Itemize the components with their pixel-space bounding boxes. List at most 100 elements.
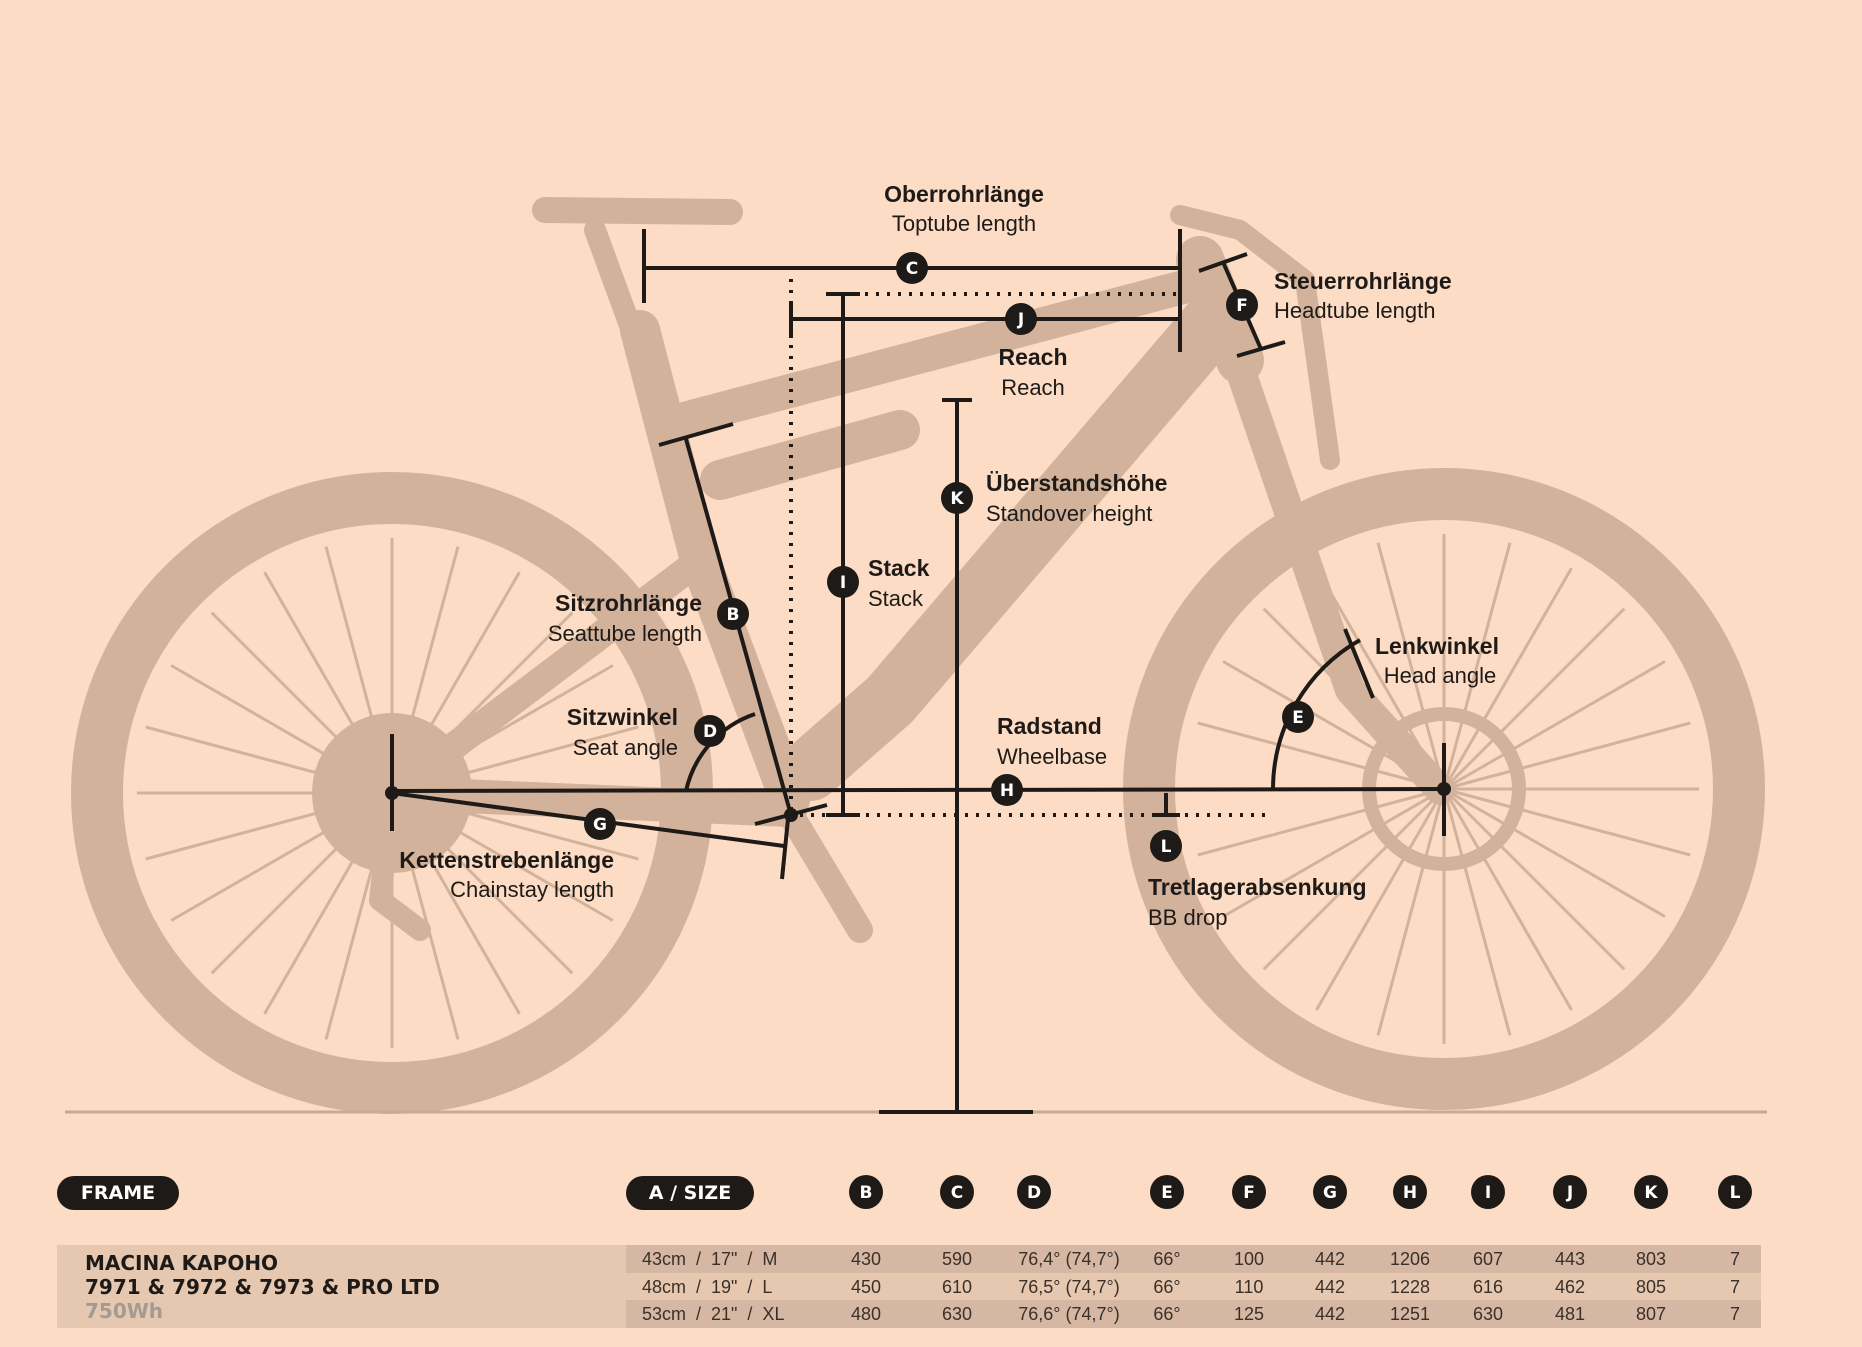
svg-text:K: K [950,489,964,509]
shock-area [700,410,920,500]
spoke [1376,542,1446,790]
label-standover-en: Standover height [986,501,1152,526]
column-header-e: E [1150,1175,1184,1209]
value-cell-j: 443 [1555,1249,1585,1269]
derailleur [369,782,431,941]
svg-text:J: J [1566,1183,1573,1203]
spoke [1315,788,1446,1011]
column-header-j: J [1553,1175,1587,1209]
fork [1215,325,1455,805]
column-header-c: C [940,1175,974,1209]
label-standover-de: Überstandshöhe [986,470,1167,496]
label-wheelbase-en: Wheelbase [997,744,1107,769]
value-cell-f: 125 [1234,1304,1264,1324]
spoke [1442,542,1512,790]
battery-capacity: 750Wh [85,1299,163,1323]
value-cell-f: 110 [1235,1277,1264,1297]
svg-text:H: H [1000,781,1014,801]
spoke [1442,788,1573,1011]
value-cell-h: 1228 [1390,1277,1430,1297]
svg-text:I: I [1485,1183,1491,1203]
label-bbdrop-de: Tretlagerabsenkung [1148,874,1367,900]
size-cell: 48cm / 19" / L [642,1277,772,1297]
value-cell-i: 607 [1473,1249,1503,1269]
value-cell-i: 616 [1473,1277,1503,1297]
svg-text:G: G [1323,1183,1337,1203]
column-header-k: K [1634,1175,1668,1209]
svg-text:H: H [1403,1183,1417,1203]
value-cell-l: 7 [1730,1249,1740,1269]
size-cell: 53cm / 21" / XL [642,1304,784,1324]
spoke [1197,721,1445,791]
label-headangle-de: Lenkwinkel [1375,633,1499,659]
value-cell-k: 807 [1636,1304,1666,1324]
spoke [1442,788,1512,1036]
marker-l: L [1150,830,1182,862]
spoke [1376,788,1446,1036]
svg-text:E: E [1292,708,1304,728]
spoke [1442,567,1573,790]
label-headtube-de: Steuerrohrlänge [1274,268,1452,294]
table-row: 48cm / 19" / L 450 610 76,5° (74,7°) 66° 110 4… [626,1273,1761,1301]
crank [778,802,873,943]
svg-text:F: F [1243,1183,1255,1203]
svg-text:J: J [1017,310,1024,330]
spoke [1443,787,1666,918]
label-reach-en: Reach [1001,375,1065,400]
value-cell-h: 1251 [1390,1304,1430,1324]
top-tube [663,263,1227,437]
value-cell-b: 430 [851,1249,881,1269]
label-wheelbase-de: Radstand [997,713,1102,739]
seat-stay [378,546,714,807]
label-reach-de: Reach [998,344,1067,370]
label-seatangle-de: Sitzwinkel [567,704,678,730]
svg-text:C: C [951,1183,963,1203]
value-cell-d: 76,6° (74,7°) [1018,1304,1119,1324]
handlebar [1170,205,1340,470]
label-chainstay-en: Chainstay length [450,877,614,902]
svg-text:C: C [906,259,918,279]
svg-text:I: I [840,573,846,593]
value-cell-l: 7 [1730,1277,1740,1297]
svg-text:D: D [1027,1183,1041,1203]
column-header-h: H [1393,1175,1427,1209]
bike-silhouette [71,197,1765,1114]
value-cell-g: 442 [1315,1277,1345,1297]
saddle [532,197,743,225]
marker-e: E [1282,701,1314,733]
label-toptube-de: Oberrohrlänge [884,181,1044,207]
value-cell-g: 442 [1315,1249,1345,1269]
value-cell-d: 76,5° (74,7°) [1018,1277,1119,1297]
label-toptube-en: Toptube length [892,211,1036,236]
value-cell-k: 805 [1636,1277,1666,1297]
svg-text:FRAME: FRAME [81,1182,155,1204]
svg-text:L: L [1161,837,1172,857]
spoke [1262,787,1446,971]
value-cell-l: 7 [1730,1304,1740,1324]
label-headtube-en: Headtube length [1274,298,1435,323]
svg-text:K: K [1644,1183,1658,1203]
value-cell-c: 610 [942,1277,972,1297]
svg-text:B: B [727,605,740,625]
column-header-f: F [1232,1175,1266,1209]
column-header-l: L [1718,1175,1752,1209]
size-header: A / SIZE [626,1176,754,1210]
value-cell-e: 66° [1153,1277,1180,1297]
value-cell-j: 462 [1555,1277,1585,1297]
label-seattube-de: Sitzrohrlänge [555,590,702,616]
value-cell-g: 442 [1315,1304,1345,1324]
value-cell-c: 630 [942,1304,972,1324]
svg-text:D: D [703,722,717,742]
value-cell-i: 630 [1473,1304,1503,1324]
svg-text:L: L [1730,1183,1741,1203]
spoke [1443,660,1666,791]
spoke [1443,787,1691,857]
value-cell-b: 450 [851,1277,881,1297]
label-seatangle-en: Seat angle [573,735,678,760]
spoke [1442,787,1626,971]
label-chainstay-de: Kettenstrebenlänge [399,847,614,873]
